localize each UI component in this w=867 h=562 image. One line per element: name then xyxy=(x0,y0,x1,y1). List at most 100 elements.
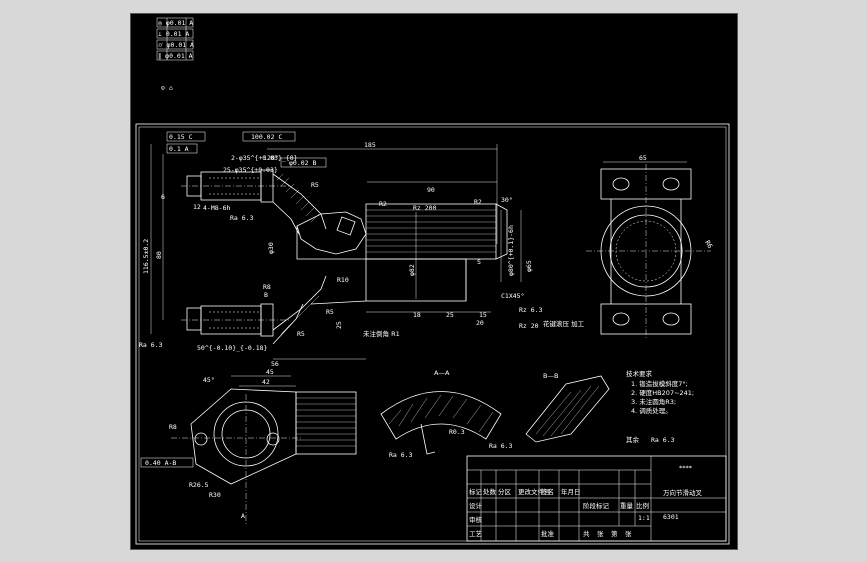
dim-25b: 25 xyxy=(446,311,454,319)
tb-cell-date: 年月日 xyxy=(561,487,581,496)
dim-b: B xyxy=(264,291,268,299)
section-a-a: A—A Ra 6.3 R0.3 Ra 6.3 xyxy=(380,369,513,459)
side-dim-r: R6 xyxy=(703,239,714,250)
dim-120: 120° xyxy=(263,154,279,162)
dim-r2b: R2 xyxy=(474,198,482,206)
dim-20: 20 xyxy=(476,319,484,327)
tb-scale-value: 1:1 xyxy=(638,514,650,522)
frame-flatness: 0.15 C xyxy=(169,133,193,141)
tb-cell-weight: 重量 xyxy=(620,502,634,510)
sec-dim-45: 45 xyxy=(266,368,274,376)
section-aa-r: R0.3 xyxy=(449,428,465,436)
frame-bore: φ0.02 B xyxy=(289,159,316,167)
dim-top-hole: 25-φ35^{+0.03} xyxy=(223,166,278,174)
dim-185: 185 xyxy=(364,141,376,149)
dim-50: 50^{-0.10}_{-0.18} xyxy=(197,344,268,352)
left-section-view: 45 42 45° R8 R26.5 R30 A 0.40 A-B xyxy=(140,368,357,524)
section-aa-label: A—A xyxy=(434,369,450,377)
dim-56: 56 xyxy=(271,360,279,368)
tb-cell-stage: 阶段标记 xyxy=(583,501,610,510)
note-4: 4. 调质处理。 xyxy=(631,406,672,415)
tb-drawing-no: 6301 xyxy=(663,513,679,521)
legend-row-2: ⊥ 0.01 A xyxy=(158,30,189,38)
notes-title: 技术要求 xyxy=(626,369,653,378)
legend-row-3: ⌭ φ0.01 A xyxy=(158,41,194,49)
note-2: 2. 硬度HB207~241; xyxy=(631,388,694,397)
dim-s: S xyxy=(477,258,481,266)
sec-dim-r30: R30 xyxy=(209,491,221,499)
side-view: 65 R6 xyxy=(586,154,714,339)
dim-65v: φ65 xyxy=(525,260,533,272)
tb-cell-total: 共 xyxy=(583,529,590,538)
tb-cell-design: 设计 xyxy=(469,501,483,510)
tb-cell-sign: 签名 xyxy=(541,487,554,496)
note-3: 3. 未注圆角R3; xyxy=(631,397,676,406)
dim-hole: 2-φ35^{+0.03}_{0} xyxy=(231,154,298,162)
tb-cell-docno: 更改文件号 xyxy=(518,487,551,496)
dim-80: 80 xyxy=(155,251,163,259)
dim-r5b: R5 xyxy=(326,308,334,316)
tb-cell-sheet: 张 xyxy=(625,529,632,538)
dim-4m8: 4-M8-6h xyxy=(203,204,230,212)
frame-left: 0.40 A-B xyxy=(145,459,176,467)
sec-dim-r26: R26.5 xyxy=(189,481,209,489)
dim-r8: R8 xyxy=(263,283,271,291)
tb-cell-process: 工艺 xyxy=(469,530,483,538)
tb-cell-mark: 标记 xyxy=(469,487,483,496)
sec-dim-r8: R8 xyxy=(169,423,177,431)
dim-c1: C1X45° xyxy=(501,292,524,300)
dim-12: 12 xyxy=(193,203,201,211)
dim-18: 18 xyxy=(413,311,421,319)
tb-cell-check: 审核 xyxy=(469,515,483,524)
drawing-frame xyxy=(135,123,730,545)
tb-cell-approve: 批准 xyxy=(541,529,555,538)
front-view: 0.15 C 0.1 A 100.02 C φ0.02 B 185 2-φ35^… xyxy=(139,131,585,368)
other-roughness-value: Ra 6.3 xyxy=(651,436,675,444)
dim-rz63: Rz 6.3 xyxy=(519,306,543,314)
cad-viewport[interactable]: ◎ φ0.01 A ⊥ 0.01 A ⌭ φ0.01 A ∥ φ0.01 A ⊙… xyxy=(130,13,738,550)
dim-30deg: 30° xyxy=(501,196,513,204)
section-aa-ra2: Ra 6.3 xyxy=(489,442,513,450)
note-chamfer: 未注倒角 R1 xyxy=(363,329,400,338)
tb-cell-count: 处数 xyxy=(483,487,497,496)
note-spline: 花键滚压 加工 xyxy=(543,319,585,328)
dim-r10: R10 xyxy=(337,276,349,284)
title-block: 标记 处数 分区 更改文件号 签名 年月日 设计 审核 工艺 批准 阶段标记 重… xyxy=(466,455,727,542)
tb-company: **** xyxy=(679,464,693,472)
dim-25: 25 xyxy=(335,321,343,329)
dim-15: 15 xyxy=(479,311,487,319)
note-1: 1. 锻造拔模斜度7°; xyxy=(631,379,688,388)
legend-row-1: ◎ φ0.01 A xyxy=(158,19,193,27)
sec-dim-45deg: 45° xyxy=(203,376,215,384)
dim-90: 90 xyxy=(427,186,435,194)
dim-116: 116.5±0.2 xyxy=(142,239,150,274)
frame-perp: 0.1 A xyxy=(169,145,189,153)
engineering-drawing: ◎ φ0.01 A ⊥ 0.01 A ⌭ φ0.01 A ∥ φ0.01 A ⊙… xyxy=(135,17,730,545)
dim-80h: φ80^{+0.1}-6h xyxy=(507,225,515,276)
tb-cell-zone: 分区 xyxy=(498,487,512,496)
section-aa-ra: Ra 6.3 xyxy=(389,451,413,459)
dim-ra-2: Ra 6.3 xyxy=(230,214,254,222)
legend-symbols: ⊙ ⌂ xyxy=(161,84,173,92)
legend-row-4: ∥ φ0.01 A xyxy=(158,52,193,60)
sec-dim-42: 42 xyxy=(262,378,270,386)
tb-part-name: 万向节滑动叉 xyxy=(663,488,703,497)
frame-position: 100.02 C xyxy=(251,133,282,141)
tb-cell-sheets: 张 xyxy=(597,529,604,538)
dim-r5c: R5 xyxy=(297,330,305,338)
tolerance-legend: ◎ φ0.01 A ⊥ 0.01 A ⌭ φ0.01 A ∥ φ0.01 A ⊙… xyxy=(156,17,194,92)
section-bb-label: B—B xyxy=(543,372,558,380)
side-dim-65: 65 xyxy=(639,154,647,162)
dim-82: φ82 xyxy=(408,264,416,276)
dim-30v: φ30 xyxy=(267,242,275,254)
dim-rz200: Rz 200 xyxy=(413,204,437,212)
tb-cell-scale: 比例 xyxy=(636,501,649,510)
tb-cell-no: 第 xyxy=(611,529,618,538)
other-roughness-label: 其余 xyxy=(626,435,640,444)
section-b-b: B—B xyxy=(525,372,610,443)
drawing-inner-frame xyxy=(138,126,727,542)
dim-r5: R5 xyxy=(311,181,319,189)
dim-r2a: R2 xyxy=(379,200,387,208)
sec-label-a: A xyxy=(241,512,245,520)
dim-rz20: Rz 20 xyxy=(519,322,539,330)
